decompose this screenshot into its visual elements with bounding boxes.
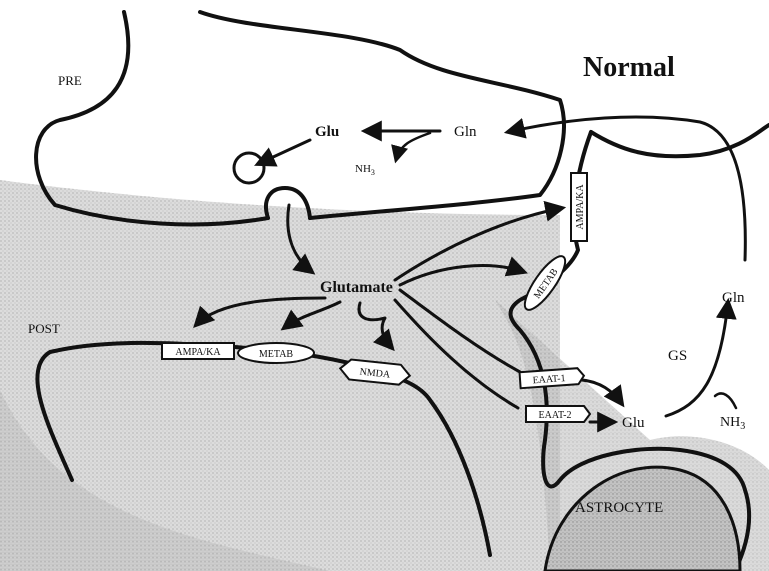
astrocyte-label: ASTROCYTE	[575, 500, 663, 516]
synaptic-vesicle	[234, 153, 264, 183]
astro-ampa-receptor: AMPA/KA	[571, 173, 587, 241]
glu-astro-label: Glu	[622, 415, 645, 431]
gln-astro-label: Gln	[722, 290, 745, 306]
eaat2-transporter: EAAT-2	[526, 406, 590, 422]
gs-label: GS	[668, 348, 687, 364]
diagram-title: Normal	[583, 52, 675, 83]
arrow-gln-to-nh3	[396, 133, 430, 160]
nh3-join-line	[715, 393, 736, 408]
arrow-glu-to-vesicle	[258, 140, 310, 164]
astrocyte-membrane	[591, 125, 769, 156]
glu-pre-label: Glu	[315, 124, 339, 140]
astro-ampa-label: AMPA/KA	[575, 184, 586, 230]
post-ampa-receptor: AMPA/KA	[162, 343, 234, 359]
glutamate-label: Glutamate	[320, 279, 393, 296]
eaat1-label: EAAT-1	[532, 373, 566, 386]
eaat1-transporter: EAAT-1	[520, 368, 585, 388]
post-metab-receptor: METAB	[238, 343, 314, 363]
pre-label: PRE	[58, 73, 82, 88]
presynaptic-membrane-right	[200, 12, 564, 218]
nh3-astro-label: NH3	[720, 415, 745, 432]
nh3-pre-label: NH3	[355, 163, 375, 177]
eaat2-label: EAAT-2	[539, 410, 572, 421]
post-ampa-label: AMPA/KA	[175, 347, 221, 358]
post-metab-label: METAB	[259, 349, 294, 360]
post-label: POST	[28, 321, 60, 336]
gln-pre-label: Gln	[454, 124, 477, 140]
